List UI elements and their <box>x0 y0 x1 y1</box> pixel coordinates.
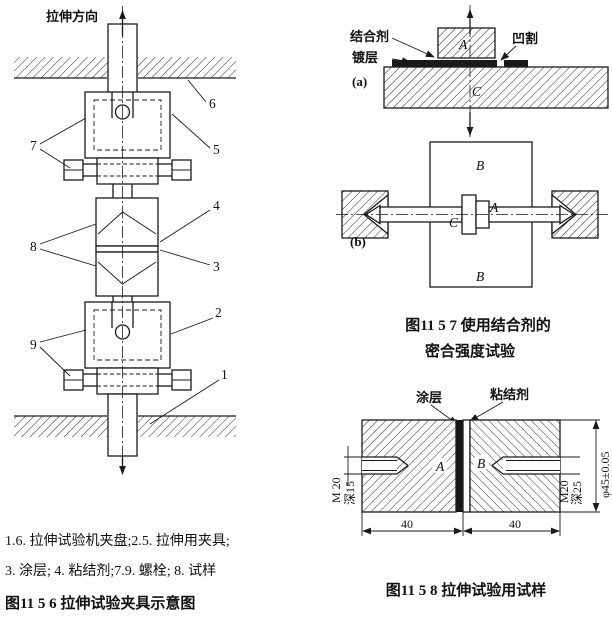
specimen-stack <box>95 197 159 297</box>
upper-bolt-assembly <box>63 157 192 185</box>
dim-diameter: φ45±0.05 <box>598 451 612 498</box>
letter-c: C <box>472 84 482 99</box>
plating-layer <box>392 60 497 67</box>
callout-5: 5 <box>213 142 220 157</box>
callout-7: 7 <box>30 138 37 153</box>
lower-clamp-plate <box>84 301 171 369</box>
figure-tensile-fixture: 拉伸方向 7 5 6 8 4 3 2 9 1 1.6. <box>5 6 236 612</box>
letter-b-top: B <box>476 158 484 173</box>
callout-2: 2 <box>215 305 222 320</box>
dim-thread-left: M 20 <box>329 477 343 503</box>
figure-caption-11-5-6: 图11 5 6 拉伸试验夹具示意图 <box>5 594 195 612</box>
letter-a-b: A <box>489 200 499 215</box>
direction-label: 拉伸方向 <box>46 9 98 24</box>
callouts: 7 5 6 8 4 3 2 9 1 <box>30 79 228 425</box>
upper-clamp-plate <box>84 91 171 159</box>
threaded-hole-left <box>362 456 409 475</box>
base-block-c <box>383 66 609 109</box>
callout-3: 3 <box>213 259 220 274</box>
letter-a: A <box>458 37 468 52</box>
dim-width-right: 40 <box>509 517 521 531</box>
part-a: A C 结合剂 凹割 镀层 (a) <box>350 27 609 109</box>
legend-line-1: 1.6. 拉伸试验机夹盘;2.5. 拉伸用夹具; <box>5 532 230 549</box>
label-plating: 镀层 <box>352 50 378 65</box>
callout-9: 9 <box>30 337 37 352</box>
callout-8: 8 <box>30 239 37 254</box>
dim-width-left: 40 <box>401 517 413 531</box>
label-undercut: 凹割 <box>512 31 538 46</box>
figure-tensile-specimen: 涂层 粘结剂 A B <box>329 387 612 599</box>
label-bonding-agent: 结合剂 <box>350 29 389 44</box>
figure-bond-strength-test: A C 结合剂 凹割 镀层 (a) <box>336 5 610 360</box>
plating-layer-right <box>504 60 528 67</box>
bond-layer <box>95 245 159 253</box>
callout-6: 6 <box>209 96 216 111</box>
coating-strip <box>456 420 463 512</box>
legend-line-2: 3. 涂层; 4. 粘结剂;7.9. 螺栓; 8. 试样 <box>5 563 216 579</box>
part-b: C A B B (b) <box>336 141 610 288</box>
block-a <box>437 27 496 59</box>
figure-caption-11-5-7-line1: 图11 5 7 使用结合剂的 <box>405 316 550 334</box>
callout-1: 1 <box>221 367 228 382</box>
adhesive-strip <box>462 419 471 513</box>
label-adhesive: 粘结剂 <box>489 387 529 402</box>
label-coating: 涂层 <box>416 390 442 405</box>
part-a-label: (a) <box>352 74 367 89</box>
letter-b-bottom: B <box>476 269 484 284</box>
dim-depth-right: 深25 <box>570 481 584 505</box>
dim-thread-right: M20 <box>557 480 571 503</box>
dim-depth-left: 深15 <box>343 481 357 505</box>
threaded-hole-right <box>491 456 560 475</box>
part-b-label: (b) <box>350 234 366 249</box>
letter-a-specimen: A <box>435 459 445 474</box>
figure-caption-11-5-8: 图11 5 8 拉伸试验用试样 <box>386 581 546 599</box>
dimensions: M 20 深15 M20 深25 φ45±0.05 40 40 <box>329 419 612 536</box>
letter-c-b: C <box>449 215 459 230</box>
figure-caption-11-5-7-line2: 密合强度试验 <box>425 342 516 360</box>
lower-bolt-assembly <box>63 367 192 395</box>
callout-4: 4 <box>213 198 220 213</box>
letter-b-specimen: B <box>477 456 485 471</box>
